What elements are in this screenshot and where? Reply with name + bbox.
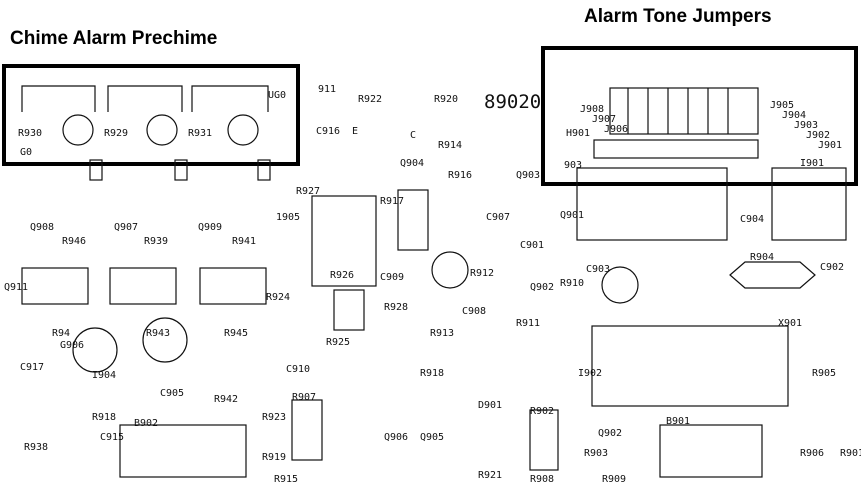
label-r943: R943 xyxy=(146,328,170,339)
label-c916: C916 xyxy=(316,126,340,137)
label-j901: J901 xyxy=(818,140,842,151)
label-c903: C903 xyxy=(586,264,610,275)
label-r918a: R918 xyxy=(420,368,444,379)
label-i902: I902 xyxy=(578,368,602,379)
label-b901: B901 xyxy=(666,416,690,427)
label-q903: Q903 xyxy=(516,170,540,181)
label-r928: R928 xyxy=(384,302,408,313)
label-r941: R941 xyxy=(232,236,256,247)
label-r921: R921 xyxy=(478,470,502,481)
label-c905: C905 xyxy=(160,388,184,399)
label-r916: R916 xyxy=(448,170,472,181)
label-e: E xyxy=(352,126,358,137)
label-j903: J903 xyxy=(794,120,818,131)
label-q905: Q905 xyxy=(420,432,444,443)
label-r927: R927 xyxy=(296,186,320,197)
label-g906: G906 xyxy=(60,340,84,351)
label-r94: R94 xyxy=(52,328,70,339)
alarm-tone-jumpers-highlight-box xyxy=(541,46,858,186)
label-r906: R906 xyxy=(800,448,824,459)
label-c915: C915 xyxy=(100,432,124,443)
label-r905: R905 xyxy=(812,368,836,379)
prechime-transistors xyxy=(21,85,271,181)
label-r901: R901 xyxy=(840,448,861,459)
label-q902: Q902 xyxy=(530,282,554,293)
label-j904: J904 xyxy=(782,110,806,121)
label-i904: I904 xyxy=(92,370,116,381)
label-q907: Q907 xyxy=(114,222,138,233)
label-q909: Q909 xyxy=(198,222,222,233)
label-r912: R912 xyxy=(470,268,494,279)
label-b902: B902 xyxy=(134,418,158,429)
label-r929: R929 xyxy=(104,128,128,139)
label-q906: Q906 xyxy=(384,432,408,443)
chime-prechime-highlight-box xyxy=(2,64,300,166)
label-911: 911 xyxy=(318,84,336,95)
label-c909: C909 xyxy=(380,272,404,283)
jumper-block xyxy=(576,87,847,241)
label-r924: R924 xyxy=(266,292,290,303)
label-c902: C902 xyxy=(820,262,844,273)
label-j902: J902 xyxy=(806,130,830,141)
chime-alarm-prechime-callout: Chime Alarm Prechime xyxy=(10,28,218,49)
label-g0: G0 xyxy=(20,147,32,158)
label-h901: H901 xyxy=(566,128,590,139)
label-r914: R914 xyxy=(438,140,462,151)
label-r913: R913 xyxy=(430,328,454,339)
label-r904: R904 xyxy=(750,252,774,263)
label-903: 903 xyxy=(564,160,582,171)
label-q902b: Q902 xyxy=(598,428,622,439)
label-r930: R930 xyxy=(18,128,42,139)
label-c907: C907 xyxy=(486,212,510,223)
label-c: C xyxy=(410,130,416,141)
label-r945: R945 xyxy=(224,328,248,339)
label-r939: R939 xyxy=(144,236,168,247)
label-j908: J908 xyxy=(580,104,604,115)
label-c904: C904 xyxy=(740,214,764,225)
label-c901: C901 xyxy=(520,240,544,251)
label-r908: R908 xyxy=(530,474,554,485)
label-r926: R926 xyxy=(330,270,354,281)
label-1905: 1905 xyxy=(276,212,300,223)
label-r907: R907 xyxy=(292,392,316,403)
label-c910: C910 xyxy=(286,364,310,375)
label-c917: C917 xyxy=(20,362,44,373)
label-j907: J907 xyxy=(592,114,616,125)
label-i901: I901 xyxy=(800,158,824,169)
label-r918b: R918 xyxy=(92,412,116,423)
label-r917: R917 xyxy=(380,196,404,207)
label-c908: C908 xyxy=(462,306,486,317)
label-r938: R938 xyxy=(24,442,48,453)
label-r942: R942 xyxy=(214,394,238,405)
label-j906: J906 xyxy=(604,124,628,135)
label-d901: D901 xyxy=(478,400,502,411)
label-r922: R922 xyxy=(358,94,382,105)
component-labels: R930 R929 R931 UG0 G0 C916 R922 R920 R91… xyxy=(4,84,861,485)
label-r909: R909 xyxy=(602,474,626,485)
label-q908: Q908 xyxy=(30,222,54,233)
label-r903: R903 xyxy=(584,448,608,459)
label-ug0: UG0 xyxy=(268,90,286,101)
label-r915: R915 xyxy=(274,474,298,485)
label-j905: J905 xyxy=(770,100,794,111)
label-r920: R920 xyxy=(434,94,458,105)
label-q911: Q911 xyxy=(4,282,28,293)
label-q901: Q901 xyxy=(560,210,584,221)
label-x901: X901 xyxy=(778,318,802,329)
board-part-number: 89020 xyxy=(484,91,541,113)
label-r923: R923 xyxy=(262,412,286,423)
label-r931: R931 xyxy=(188,128,212,139)
main-components xyxy=(21,189,816,478)
label-r946: R946 xyxy=(62,236,86,247)
label-q904: Q904 xyxy=(400,158,424,169)
label-r910: R910 xyxy=(560,278,584,289)
label-r911: R911 xyxy=(516,318,540,329)
alarm-tone-jumpers-callout: Alarm Tone Jumpers xyxy=(584,6,772,27)
label-r919: R919 xyxy=(262,452,286,463)
label-r925: R925 xyxy=(326,337,350,348)
label-r902: R902 xyxy=(530,406,554,417)
